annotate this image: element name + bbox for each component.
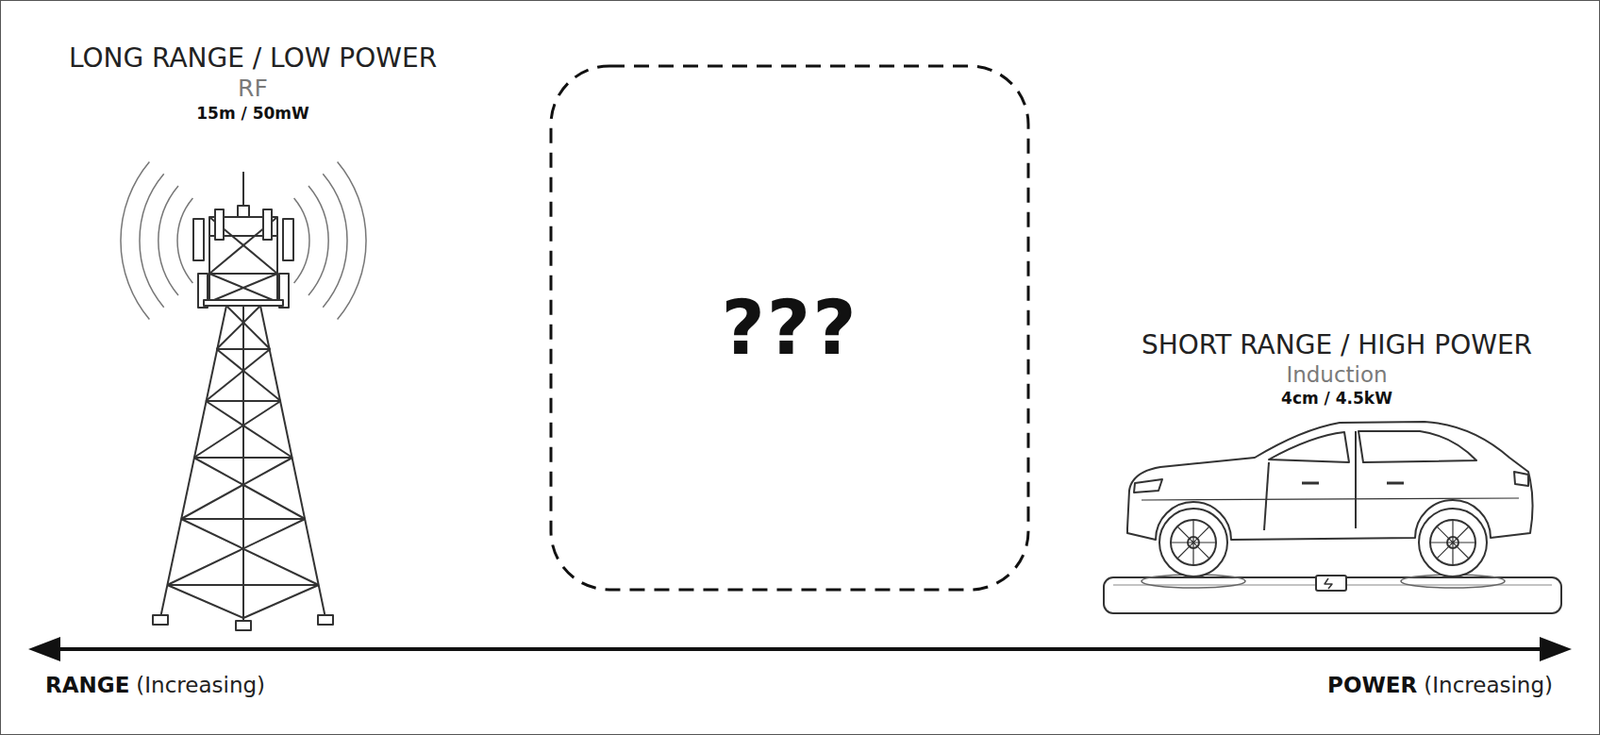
range-power-heading: SHORT RANGE / HIGH POWER	[1141, 329, 1533, 362]
unknown-method-box: ???	[549, 64, 1031, 592]
axis-label: RANGE	[45, 671, 130, 699]
technology-name: Induction	[1285, 361, 1387, 388]
power-axis-label: POWER(Increasing)	[1327, 671, 1553, 699]
spec-value: 15m / 50mW	[196, 102, 310, 124]
range-power-axis	[28, 636, 1572, 662]
axis-note: (Increasing)	[135, 671, 266, 699]
technology-name: RF	[237, 74, 268, 103]
range-power-heading: LONG RANGE / LOW POWER	[68, 42, 437, 75]
rf-label-group: LONG RANGE / LOW POWERRF15m / 50mW	[68, 42, 437, 124]
axis-note: (Increasing)	[1423, 671, 1553, 699]
rf-tower	[120, 161, 367, 631]
axis-label: POWER	[1327, 671, 1417, 699]
spec-value: 4cm / 4.5kW	[1281, 387, 1393, 409]
question-marks: ???	[720, 283, 858, 372]
car-on-charging-pad	[1103, 421, 1562, 614]
induction-label-group: SHORT RANGE / HIGH POWERInduction4cm / 4…	[1141, 329, 1533, 409]
range-axis-label: RANGE(Increasing)	[45, 671, 266, 699]
node-text-area: ???	[549, 64, 1031, 592]
